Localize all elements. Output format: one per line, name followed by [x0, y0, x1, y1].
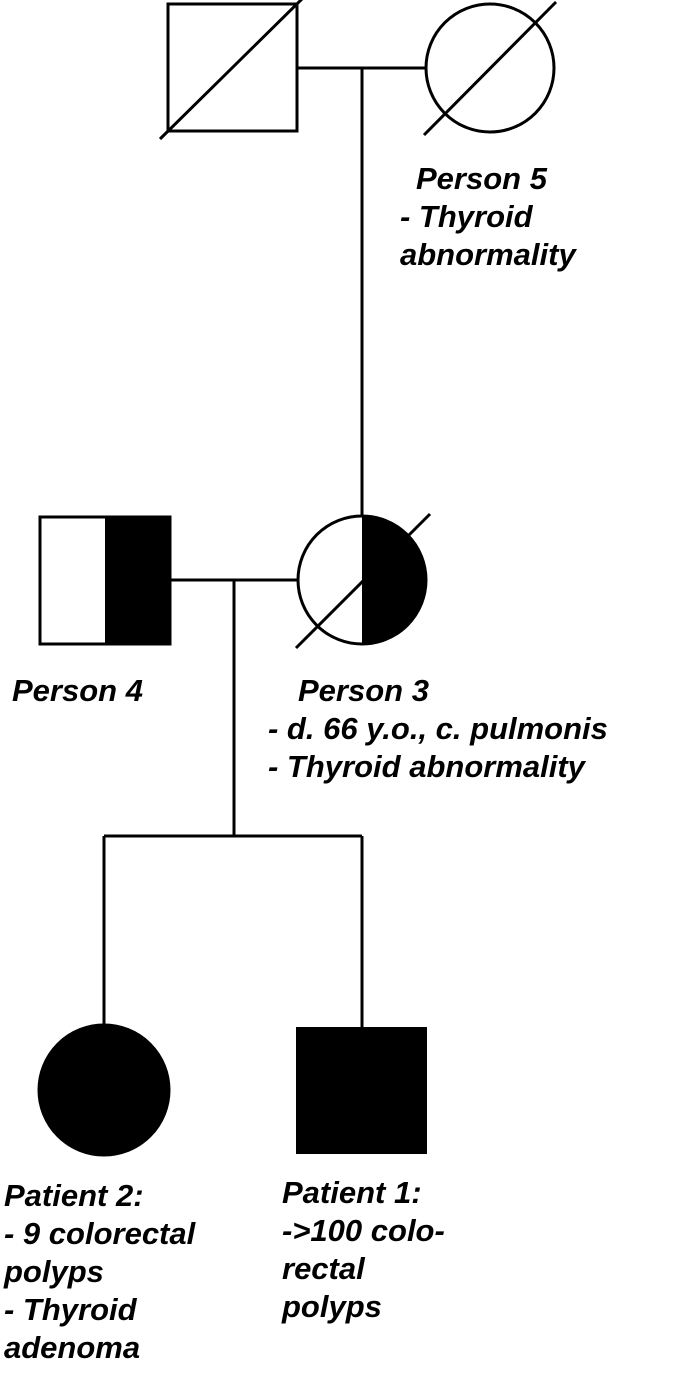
patient1-label: Patient 1: ->100 colo- rectal polyps: [282, 1174, 445, 1326]
person5-label-line3: abnormality: [400, 237, 576, 272]
patient1-label-line3: rectal: [282, 1251, 365, 1286]
patient1-label-line4: polyps: [282, 1289, 382, 1324]
person5-label-line2: - Thyroid: [400, 199, 533, 234]
person3-label-line1: Person 3: [298, 673, 429, 708]
patient1-symbol: [296, 1027, 427, 1154]
patient2-label-line3: polyps: [4, 1254, 104, 1289]
person5-label-line1: Person 5: [416, 161, 547, 196]
person3-symbol: [294, 512, 432, 650]
person4-label-line1: Person 4: [12, 673, 143, 708]
patient1-label-line1: Patient 1:: [282, 1175, 422, 1210]
patient2-label-line5: adenoma: [4, 1330, 141, 1365]
patient2-label: Patient 2: - 9 colorectal polyps - Thyro…: [4, 1177, 195, 1367]
person4-label: Person 4: [12, 672, 143, 710]
grandfather-symbol: [158, 0, 304, 141]
person3-label-line2: - d. 66 y.o., c. pulmonis: [268, 711, 608, 746]
patient1-label-line2: ->100 colo-: [282, 1213, 445, 1248]
person5-label: Person 5 - Thyroid abnormality: [400, 160, 576, 274]
person5-symbol: [422, 0, 558, 137]
patient2-label-line2: - 9 colorectal: [4, 1216, 196, 1251]
person4-symbol: [38, 515, 172, 646]
person3-label-line3: - Thyroid abnormality: [268, 749, 585, 784]
patient2-symbol: [37, 1023, 171, 1157]
patient2-label-line4: - Thyroid: [4, 1292, 137, 1327]
patient2-label-line1: Patient 2:: [4, 1178, 144, 1213]
person3-label: Person 3 - d. 66 y.o., c. pulmonis - Thy…: [268, 672, 608, 786]
